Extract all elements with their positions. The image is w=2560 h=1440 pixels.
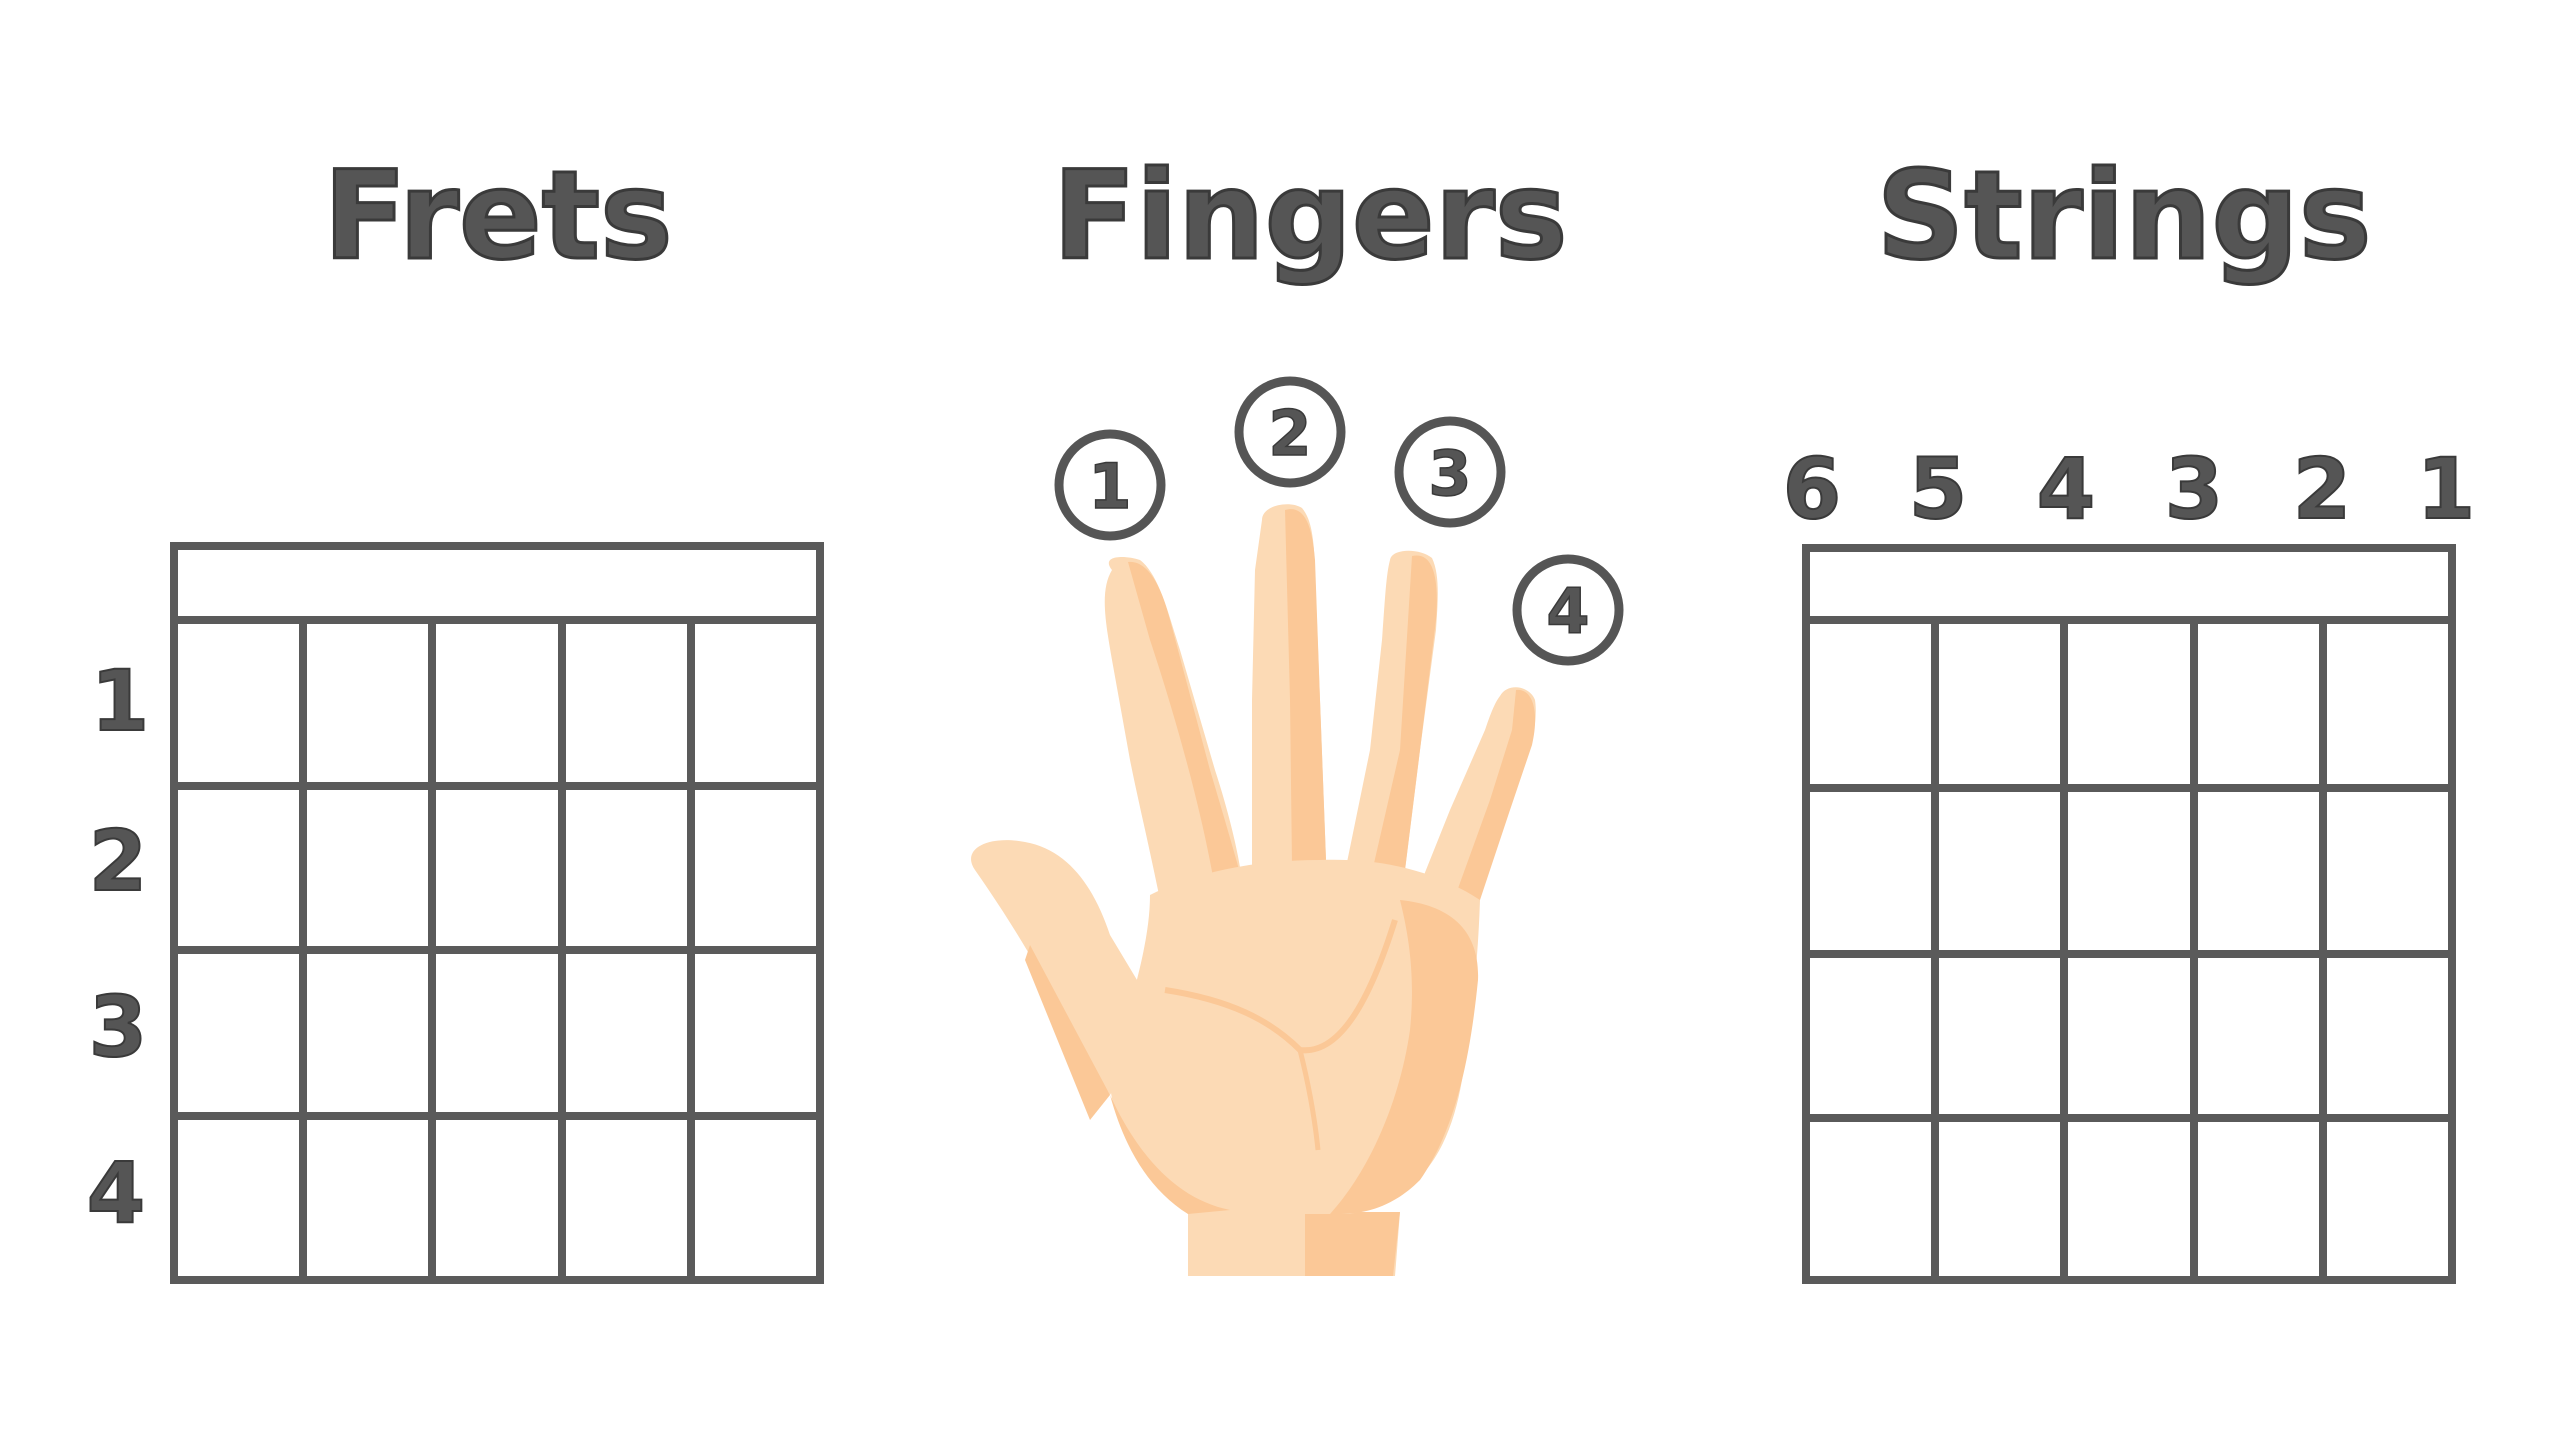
frets-title: Frets xyxy=(323,145,672,287)
fret-number-2: 2 xyxy=(89,812,147,910)
string-number-6: 6 xyxy=(1783,440,1841,538)
string-number-3: 3 xyxy=(2165,440,2223,538)
hand-illustration: 1 2 3 4 xyxy=(971,376,1624,1276)
fingers-title: Fingers xyxy=(1053,145,1568,287)
string-number-5: 5 xyxy=(1909,440,1967,538)
string-number-1: 1 xyxy=(2417,440,2475,538)
frets-diagram: 1 2 3 4 xyxy=(86,542,824,1284)
finger-4-badge xyxy=(1512,554,1624,666)
fret-number-1: 1 xyxy=(91,652,149,750)
fret-number-3: 3 xyxy=(89,978,147,1076)
finger-number-2: 2 xyxy=(1268,397,1311,470)
fret-number-4: 4 xyxy=(87,1144,145,1242)
finger-number-1: 1 xyxy=(1088,450,1131,523)
finger-number-4: 4 xyxy=(1546,575,1589,648)
finger-3-badge xyxy=(1394,416,1506,528)
strings-nut-box xyxy=(1802,544,2456,624)
strings-title: Strings xyxy=(1877,145,2372,287)
string-number-4: 4 xyxy=(2037,440,2095,538)
strings-diagram: 6 5 4 3 2 1 xyxy=(1782,439,2476,1284)
finger-2-badge xyxy=(1234,376,1346,488)
string-number-2: 2 xyxy=(2293,440,2351,538)
finger-1-badge xyxy=(1054,429,1166,541)
finger-number-3: 3 xyxy=(1428,437,1471,510)
frets-nut-box xyxy=(170,542,824,624)
